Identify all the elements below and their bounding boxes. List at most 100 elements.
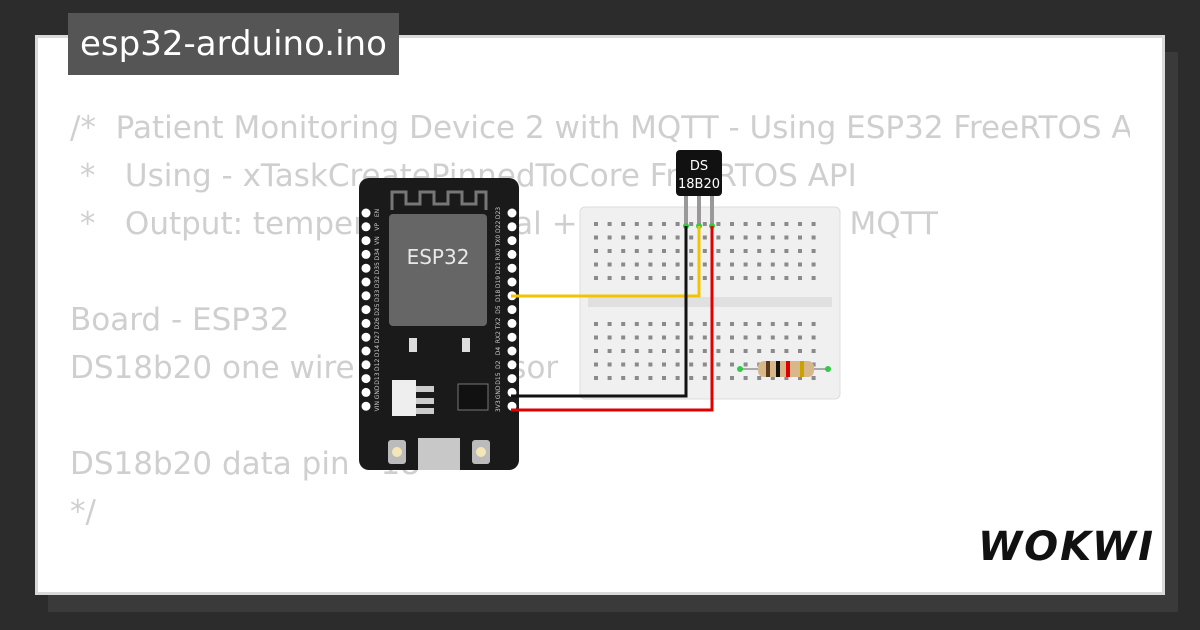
esp32-pin-label: RX0 xyxy=(495,248,502,260)
esp32-pin-label: D21 xyxy=(495,262,502,274)
breadboard-hole xyxy=(662,349,666,353)
breadboard-hole xyxy=(784,262,789,267)
breadboard-hole xyxy=(757,222,762,226)
breadboard-hole xyxy=(757,349,762,353)
breadboard-hole xyxy=(621,322,626,326)
esp32-pin xyxy=(507,318,517,328)
esp32-pin xyxy=(361,318,371,328)
esp32-pin-label: D27 xyxy=(374,331,381,343)
breadboard-hole xyxy=(770,262,775,267)
breadboard-hole xyxy=(607,335,612,340)
breadboard-hole xyxy=(607,376,612,380)
breadboard-hole xyxy=(634,276,639,280)
wokwi-logo: WOKWI xyxy=(978,524,1156,570)
vcc-wire xyxy=(511,226,714,412)
esp32-pin xyxy=(507,374,517,384)
breadboard-hole xyxy=(648,235,653,240)
breadboard-hole xyxy=(730,249,734,253)
breadboard-hole xyxy=(662,322,666,326)
breadboard-hole xyxy=(743,349,748,353)
code-line: /* Patient Monitoring Device 2 with MQTT… xyxy=(70,110,1130,146)
breadboard-hole xyxy=(811,262,816,267)
esp32-pin-label: VP xyxy=(374,223,381,231)
breadboard-hole xyxy=(675,262,680,267)
breadboard-hole xyxy=(716,262,721,267)
esp32-pin xyxy=(361,305,371,315)
breadboard-hole xyxy=(784,349,789,353)
esp32-pin-label: GND xyxy=(495,385,502,399)
esp32-pin xyxy=(361,208,371,218)
breadboard-hole xyxy=(648,249,653,253)
esp32-pin xyxy=(507,305,517,315)
esp32-pin xyxy=(507,360,517,370)
breadboard-hole xyxy=(689,335,694,340)
breadboard-hole xyxy=(662,222,666,226)
breadboard-hole xyxy=(621,235,626,240)
breadboard-hole xyxy=(798,322,802,326)
breadboard-hole xyxy=(675,222,680,226)
sensor-label-line2: 18B20 xyxy=(678,177,720,192)
breadboard-hole xyxy=(621,249,626,253)
breadboard-hole xyxy=(757,235,762,240)
breadboard-hole xyxy=(811,276,816,280)
breadboard-hole xyxy=(811,322,816,326)
breadboard-hole xyxy=(702,376,707,380)
breadboard-hole xyxy=(702,322,707,326)
breadboard-hole xyxy=(648,349,653,353)
breadboard-hole xyxy=(648,376,653,380)
esp32-pin-label: D12 xyxy=(374,358,381,370)
code-line: DS18b20 data pin - 18 xyxy=(70,446,420,482)
esp32-pin-label: D25 xyxy=(374,303,381,315)
breadboard-hole xyxy=(689,349,694,353)
esp32-pin-label: D5 xyxy=(495,305,502,314)
breadboard-hole xyxy=(594,322,598,326)
esp32-pin-label: D13 xyxy=(374,372,381,384)
esp32-pin-label: D33 xyxy=(374,289,381,301)
breadboard-hole xyxy=(621,222,626,226)
breadboard-hole xyxy=(621,276,626,280)
breadboard-hole xyxy=(702,362,707,367)
breadboard-hole xyxy=(675,235,680,240)
esp32-pin-label: D26 xyxy=(374,317,381,329)
breadboard-hole xyxy=(607,362,612,367)
esp32-pin-label: VN xyxy=(374,236,381,245)
code-line: #include <WiFi.h> xyxy=(70,584,1130,592)
breadboard-hole xyxy=(689,322,694,326)
esp32-pin-label: D4 xyxy=(495,347,502,356)
breadboard-hole xyxy=(811,249,816,253)
esp32-pin xyxy=(361,249,371,259)
breadboard-hole xyxy=(702,335,707,340)
breadboard-hole xyxy=(634,322,639,326)
breadboard-hole xyxy=(689,262,694,267)
esp32-pin-label: D14 xyxy=(374,345,381,357)
breadboard-hole xyxy=(716,322,721,326)
breadboard-hole xyxy=(621,376,626,380)
breadboard-hole xyxy=(634,235,639,240)
breadboard-hole xyxy=(757,249,762,253)
esp32-pin-label: D34 xyxy=(374,248,381,260)
breadboard-hole xyxy=(811,376,816,380)
breadboard-hole xyxy=(716,362,721,367)
breadboard-hole xyxy=(621,262,626,267)
breadboard-hole xyxy=(675,276,680,280)
esp32-pin-label: D32 xyxy=(374,276,381,288)
esp32-pin xyxy=(361,374,371,384)
breadboard-hole xyxy=(798,249,802,253)
breadboard-hole xyxy=(607,262,612,267)
breadboard-hole xyxy=(662,276,666,280)
breadboard-hole xyxy=(743,376,748,380)
breadboard-hole xyxy=(607,322,612,326)
breadboard-hole xyxy=(594,235,598,240)
breadboard-hole xyxy=(662,376,666,380)
breadboard-hole xyxy=(770,249,775,253)
code-line: Board - ESP32 xyxy=(70,302,290,338)
breadboard-hole xyxy=(675,349,680,353)
breadboard-hole xyxy=(648,335,653,340)
breadboard-hole xyxy=(770,222,775,226)
breadboard-hole xyxy=(621,335,626,340)
breadboard-hole xyxy=(594,362,598,367)
breadboard-hole xyxy=(798,235,802,240)
breadboard-hole xyxy=(811,335,816,340)
esp32-board: ESP32 ENVPVND34D35D32D33D25D26D27D14D12D… xyxy=(359,178,519,470)
breadboard-hole xyxy=(743,276,748,280)
